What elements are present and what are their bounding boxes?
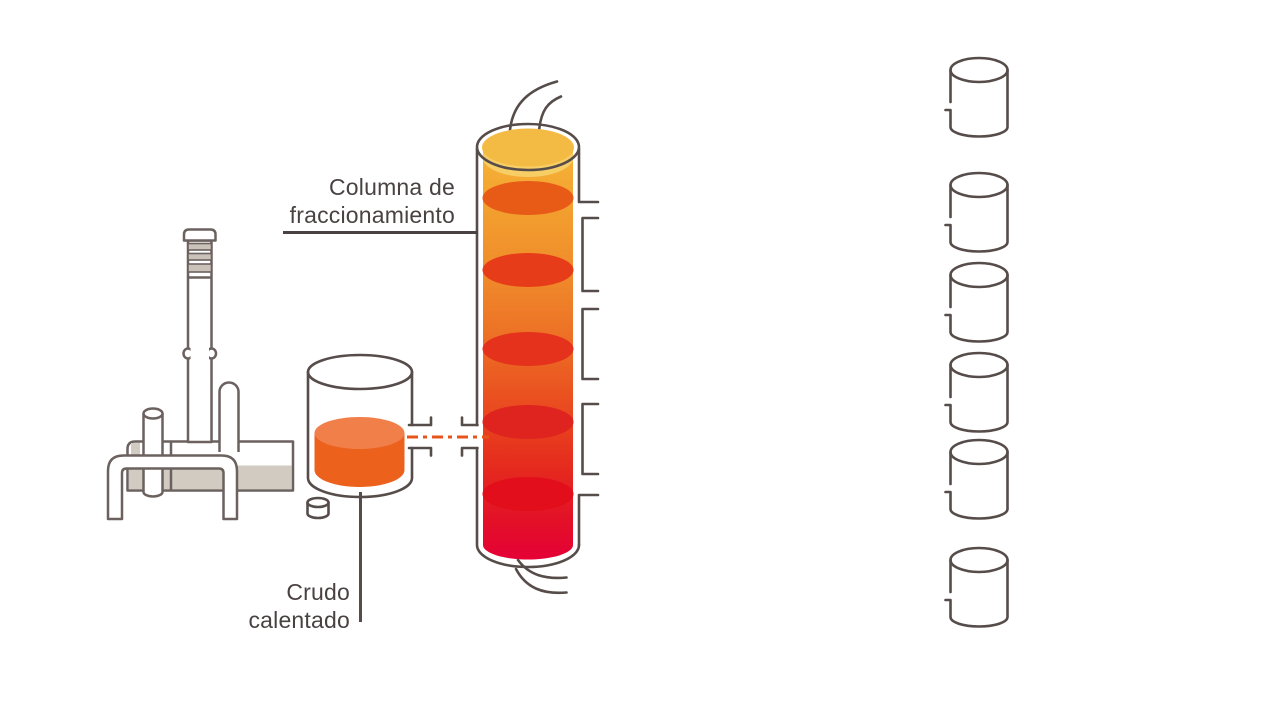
collector-cylinder-3 [944, 261, 1009, 343]
collector-cylinder-2 [944, 171, 1009, 253]
collector-cylinder-1 [944, 56, 1009, 138]
vessel-outlet-flange [407, 416, 433, 457]
tray-3 [482, 332, 574, 366]
tray-1 [482, 181, 574, 215]
column-label: Columna de fraccionamiento [270, 174, 455, 229]
furnace-front-cylinder [142, 407, 164, 498]
tray-4 [482, 405, 574, 439]
collector-cylinder-5 [944, 438, 1009, 520]
furnace-u-pipe [106, 454, 239, 521]
crude-vessel [306, 353, 414, 499]
column-contents [482, 128, 574, 560]
column-label-leader-line [283, 231, 478, 234]
column-outlet-ports [577, 147, 600, 547]
tray-2 [482, 253, 574, 287]
bottom-residue-pipe [514, 558, 568, 595]
fractionating-column-illustration [407, 80, 600, 595]
furnace-right-tube [218, 381, 240, 452]
crude-liquid-surface [314, 417, 405, 449]
collector-cylinder-6 [944, 546, 1009, 628]
column-top-surface [482, 128, 574, 167]
tray-5 [482, 477, 574, 511]
furnace-fuel-level [129, 465, 292, 489]
column-outline [460, 122, 600, 569]
crude-label-line1: Crudo [286, 579, 350, 605]
chimney-cap [182, 228, 217, 242]
furnace-chimney [182, 228, 218, 444]
collector-cylinders [944, 56, 1009, 628]
column-rim [475, 122, 581, 172]
crude-label: Crudo calentado [230, 579, 350, 634]
column-label-line1: Columna de [328, 174, 455, 200]
column-inlet-flange [460, 416, 479, 457]
collector-cylinder-4 [944, 351, 1009, 433]
crude-label-leader-line [359, 492, 362, 622]
small-coin-cylinder [306, 496, 330, 520]
top-vapor-pipe [508, 80, 563, 133]
column-label-line2: fraccionamiento [289, 201, 455, 228]
crude-label-line2: calentado [248, 606, 350, 633]
furnace-illustration [106, 228, 295, 521]
